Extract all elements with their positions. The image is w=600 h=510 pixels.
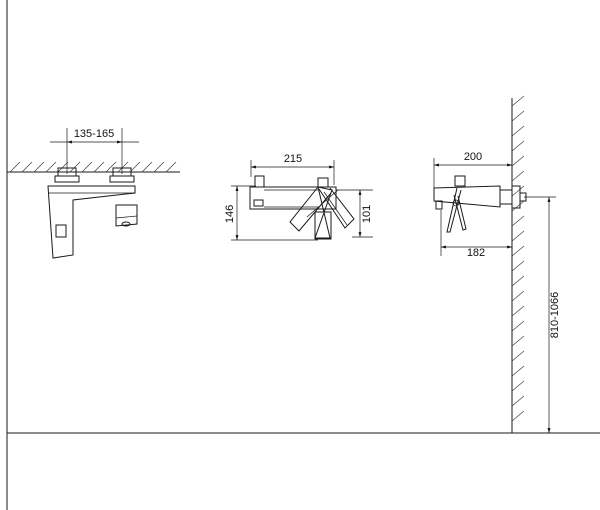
mixer-body-front [249,175,355,240]
label-width: 215 [284,153,302,165]
mixer-body-side [433,175,527,233]
dimension-install-height: 810-1066 [524,196,561,434]
dimension-spacing: 135-165 [50,128,139,174]
ceiling-hatch [7,161,180,173]
dimension-lever: 101 [336,189,373,238]
label-height: 146 [224,205,236,223]
top-view: 135-165 [7,128,180,259]
page-frame [6,0,600,510]
side-view: 200 182 810-1066 [433,95,561,434]
dimension-depth-top: 200 [433,151,512,190]
dimension-height: 146 [224,185,318,241]
label-depth-bottom: 182 [467,247,485,259]
dimension-depth-bottom: 182 [440,210,512,259]
left-connector [54,167,80,183]
label-lever: 101 [361,205,373,223]
mixer-body-top [47,185,138,259]
wall-hatch [511,95,525,433]
right-connector [109,167,135,183]
label-spacing: 135-165 [74,128,114,140]
label-depth-top: 200 [464,151,482,163]
front-view: 215 146 101 [224,153,373,241]
dimension-width: 215 [250,153,335,185]
label-install-height: 810-1066 [549,292,561,339]
